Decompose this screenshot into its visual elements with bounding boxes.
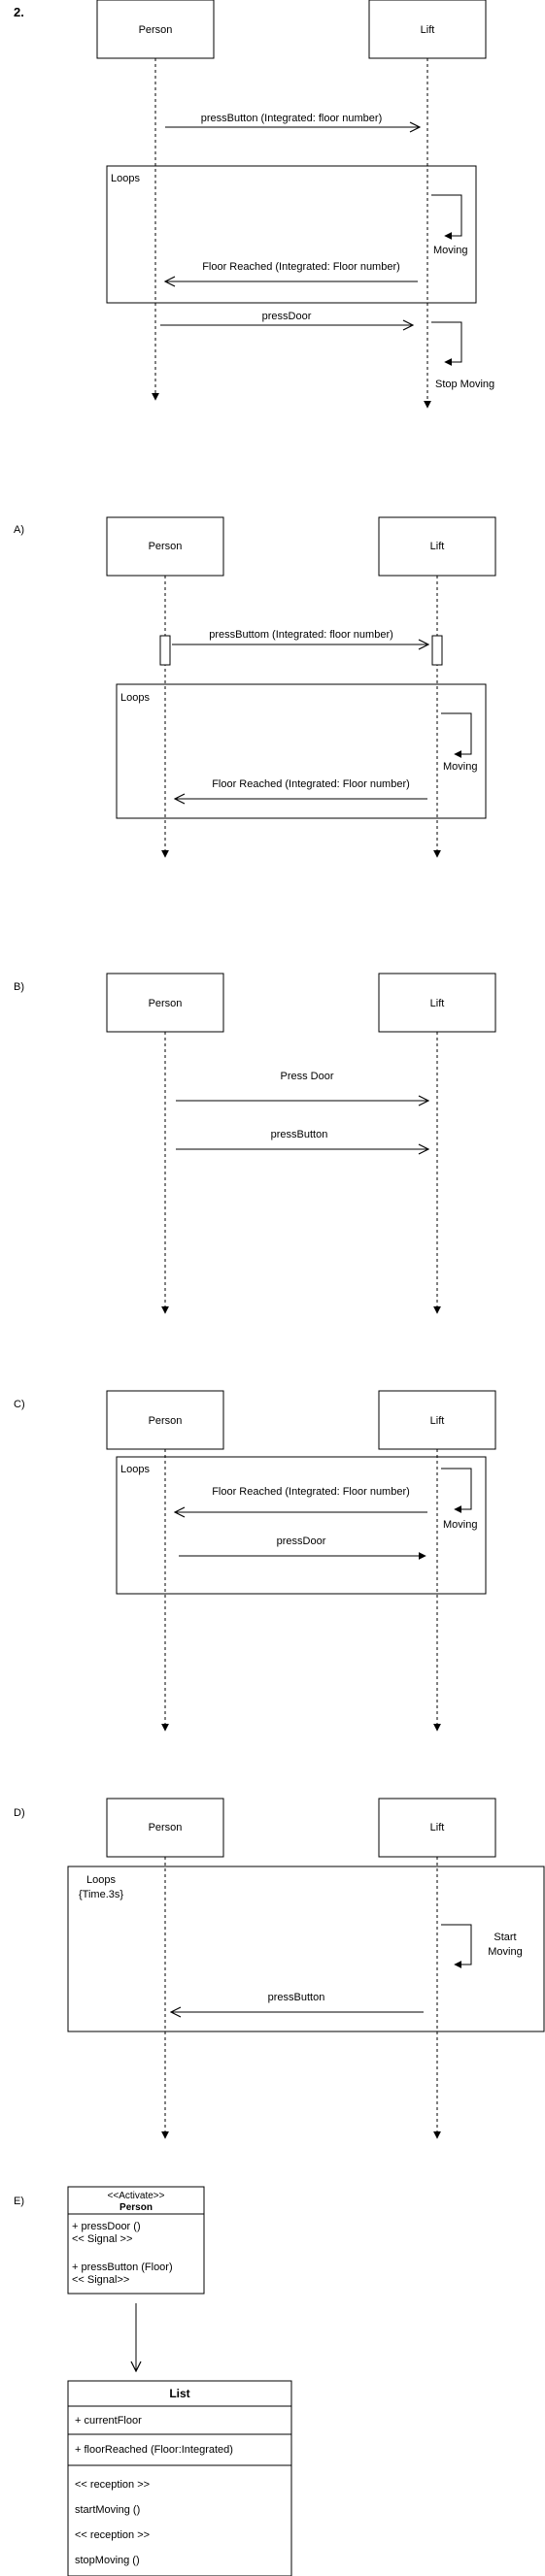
self-call-label: Stop Moving <box>435 379 494 390</box>
class-member: << Signal >> <box>72 2233 132 2245</box>
lifeline-label-lift: Lift <box>430 1415 445 1427</box>
section-label: B) <box>14 981 24 993</box>
self-call-arrow <box>431 194 462 240</box>
sequence-diagram-c: C) Person Lift Loops Moving Floor Reache… <box>14 1390 496 1732</box>
message-label: pressDoor <box>277 1536 326 1547</box>
section-label: A) <box>14 524 24 536</box>
class-member: + pressDoor () <box>72 2221 141 2232</box>
lifeline-head-person <box>106 1390 224 1450</box>
lifeline-label-person: Person <box>149 1822 183 1833</box>
activation-bar-lift <box>431 635 443 666</box>
loop-fragment <box>106 165 477 304</box>
loop-label: Loops <box>120 1464 150 1475</box>
loop-guard: {Time.3s} <box>79 1889 123 1900</box>
loop-fragment <box>67 1866 545 2032</box>
class-attribute: + currentFloor <box>75 2415 142 2427</box>
lifeline-head-person <box>106 973 224 1033</box>
lifeline-label-lift: Lift <box>430 541 445 552</box>
lifeline-label-person: Person <box>149 1415 183 1427</box>
section-label: 2. <box>14 5 24 19</box>
message-label: pressButton <box>268 1992 325 2003</box>
lifeline-head-person <box>96 0 215 59</box>
lifeline-head-person <box>106 1798 224 1858</box>
class-box-person <box>67 2186 205 2295</box>
message-label: Floor Reached (Integrated: Floor number) <box>212 1486 410 1498</box>
message-label: pressButton (Integrated: floor number) <box>201 113 382 124</box>
message-label: Floor Reached (Integrated: Floor number) <box>212 778 410 790</box>
lifeline-label-person: Person <box>149 998 183 1009</box>
message-label: pressButton <box>271 1129 328 1140</box>
message-label: Press Door <box>280 1071 333 1082</box>
self-call-label: Moving <box>488 1946 522 1958</box>
class-name: Person <box>119 2202 153 2213</box>
self-call-label: Moving <box>443 761 477 773</box>
message-label: pressDoor <box>262 311 312 322</box>
section-label: E) <box>14 2196 24 2207</box>
sequence-diagram-2: 2. Person Lift pressButton (Integrated: … <box>14 0 494 409</box>
self-call-arrow <box>441 1924 472 1968</box>
sequence-diagram-b: B) Person Lift Press Door pressButton <box>14 973 496 1314</box>
lifeline-head-person <box>106 516 224 577</box>
class-reception: startMoving () <box>75 2504 140 2516</box>
class-member: + pressButton (Floor) <box>72 2262 173 2273</box>
self-call-label: Moving <box>433 245 467 256</box>
lifeline-head-lift <box>368 0 487 59</box>
loop-label: Loops <box>86 1874 116 1886</box>
loop-fragment <box>116 1456 487 1595</box>
class-reception: << reception >> <box>75 2529 150 2541</box>
message-label: pressButtom (Integrated: floor number) <box>209 629 393 641</box>
section-label: C) <box>14 1399 25 1410</box>
self-call-label: Moving <box>443 1519 477 1531</box>
class-name: List <box>169 2387 189 2400</box>
lifeline-head-lift <box>378 1390 496 1450</box>
class-stereotype: <<Activate>> <box>108 2191 165 2201</box>
class-member: << Signal>> <box>72 2274 129 2286</box>
loop-label: Loops <box>120 692 150 704</box>
class-operation: + floorReached (Floor:Integrated) <box>75 2444 233 2456</box>
lifeline-label-person: Person <box>149 541 183 552</box>
activation-bar-person <box>159 635 171 666</box>
message-label: Floor Reached (Integrated: Floor number) <box>202 261 400 273</box>
class-reception: << reception >> <box>75 2479 150 2491</box>
loop-label: Loops <box>111 173 140 184</box>
lifeline-head-lift <box>378 516 496 577</box>
self-call-arrow <box>431 321 462 366</box>
loop-fragment <box>116 683 487 819</box>
self-call-label: Start <box>494 1932 516 1943</box>
class-reception: stopMoving () <box>75 2555 140 2566</box>
lifeline-label-person: Person <box>139 24 173 36</box>
self-call-arrow <box>441 712 472 758</box>
class-box-list <box>67 2380 292 2576</box>
lifeline-label-lift: Lift <box>430 1822 445 1833</box>
self-call-arrow <box>441 1468 472 1513</box>
class-diagram-e: E) <<Activate>> Person + pressDoor () <<… <box>14 2186 292 2576</box>
lifeline-label-lift: Lift <box>430 998 445 1009</box>
sequence-diagram-d: D) Person Lift Loops {Time.3s} Start Mov… <box>14 1798 545 2139</box>
section-label: D) <box>14 1807 25 1819</box>
sequence-diagram-a: A) Person Lift pressButtom (Integrated: … <box>14 516 496 858</box>
lifeline-head-lift <box>378 1798 496 1858</box>
lifeline-label-lift: Lift <box>421 24 435 36</box>
